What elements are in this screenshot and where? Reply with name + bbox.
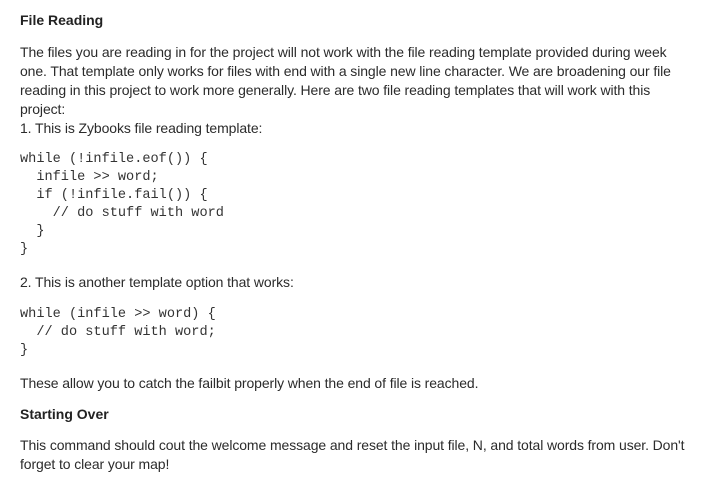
text-line: one. That template only works for files …: [20, 63, 671, 79]
option-two-label: 2. This is another template option that …: [20, 274, 294, 290]
failbit-note: These allow you to catch the failbit pro…: [20, 375, 479, 391]
document-body: File Reading The files you are reading i…: [20, 11, 705, 474]
code-block-alternative-template: while (infile >> word) { // do stuff wit…: [20, 307, 216, 358]
text-line: forget to clear your map!: [20, 456, 170, 472]
section-heading-starting-over: Starting Over: [20, 406, 109, 422]
code-block-zybooks-template: while (!infile.eof()) { infile >> word; …: [20, 152, 224, 257]
text-line: This command should cout the welcome mes…: [20, 437, 685, 453]
text-line: reading in this project to work more gen…: [20, 82, 651, 98]
text-line: 1. This is Zybooks file reading template…: [20, 120, 263, 136]
section-heading-file-reading: File Reading: [20, 12, 104, 28]
text-line: The files you are reading in for the pro…: [20, 44, 667, 60]
text-line: project:: [20, 101, 66, 117]
file-reading-intro: The files you are reading in for the pro…: [20, 43, 705, 138]
starting-over-text: This command should cout the welcome mes…: [20, 436, 705, 474]
